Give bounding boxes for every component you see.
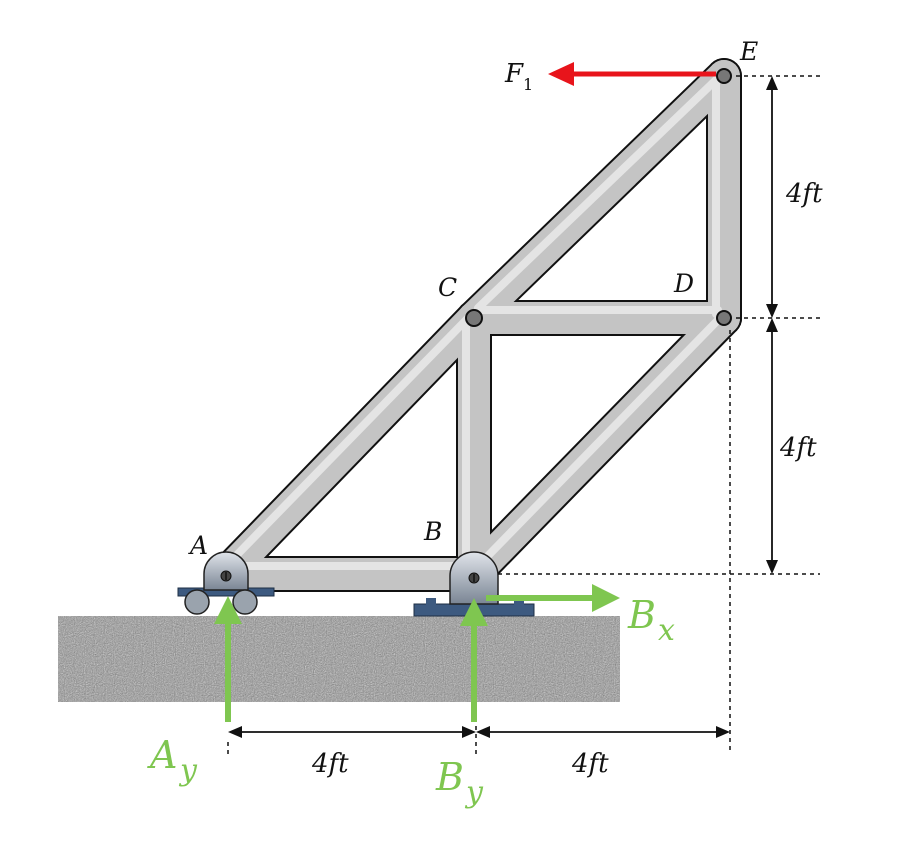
node-label-C: C xyxy=(438,273,457,302)
reaction-labels: A y B y B x xyxy=(147,593,675,810)
node-label-A: A xyxy=(188,531,208,560)
ground xyxy=(58,616,620,702)
reaction-Bx-main: B xyxy=(627,593,656,637)
dim-right-lower: 4ft xyxy=(779,433,817,463)
reaction-Ay-sub: y xyxy=(178,753,198,788)
dimension-labels: 4ft 4ft 4ft 4ft xyxy=(311,179,823,779)
joint-D xyxy=(716,310,732,326)
node-label-E: E xyxy=(739,37,758,66)
extension-lines xyxy=(227,75,820,756)
dimension-lines xyxy=(228,76,778,738)
joints xyxy=(465,68,732,327)
dim-bottom-right: 4ft xyxy=(571,749,609,779)
force-label-main: F xyxy=(504,59,524,89)
reaction-By-sub: y xyxy=(464,775,484,810)
force-F1-arrow xyxy=(548,62,716,86)
dim-right-upper: 4ft xyxy=(785,179,823,209)
joint-C xyxy=(465,309,483,327)
reaction-Bx-sub: x xyxy=(658,613,675,648)
dim-bottom-left: 4ft xyxy=(311,749,349,779)
member-AC xyxy=(210,302,490,590)
reaction-Ay-main: A xyxy=(147,733,177,777)
node-label-D: D xyxy=(673,269,694,298)
node-label-B: B xyxy=(423,517,442,546)
reaction-Ay-arrow xyxy=(214,596,242,722)
joint-E xyxy=(716,68,732,84)
reaction-By-main: B xyxy=(435,755,464,799)
force-label-sub: 1 xyxy=(523,75,533,94)
support-A-roller xyxy=(177,551,275,615)
truss-members xyxy=(208,58,742,592)
reaction-By-arrow xyxy=(460,598,488,722)
force-label: F 1 xyxy=(504,59,533,94)
reaction-Bx-arrow xyxy=(486,584,620,612)
